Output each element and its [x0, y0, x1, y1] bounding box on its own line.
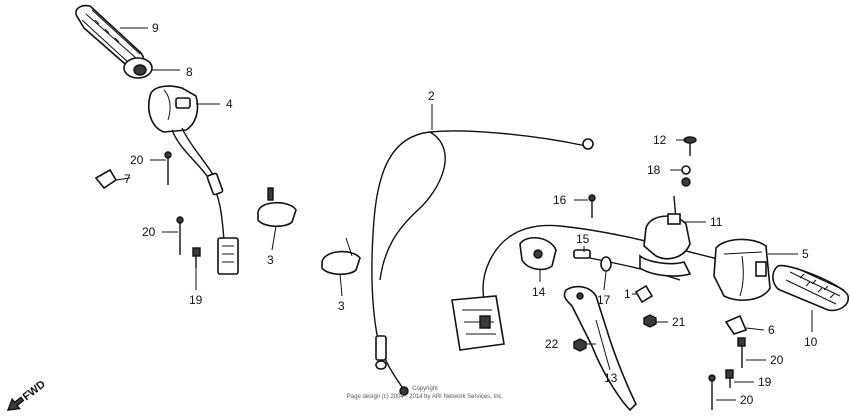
cable-end-bottom: [375, 335, 409, 396]
callout-6: 6: [768, 323, 775, 337]
callout-3-lower: 3: [338, 299, 345, 313]
callout-19-left: 19: [189, 293, 203, 307]
callout-4: 4: [226, 97, 233, 111]
callout-3-upper: 3: [267, 253, 274, 267]
screw-20-lower: [176, 216, 184, 255]
callout-9: 9: [152, 21, 159, 35]
left-switch-housing: [148, 85, 199, 133]
callout-19-right: 19: [758, 375, 772, 389]
callout-18: 18: [647, 163, 661, 177]
callout-labels: 9 8 4 20 7 20 19 3 3 2 12 18 16 11 5 15 …: [124, 21, 818, 407]
screw-19-left: [192, 247, 201, 268]
callout-15: 15: [576, 232, 590, 246]
nut-22: [573, 338, 587, 352]
left-switch-wire-b: [181, 127, 215, 177]
callout-8: 8: [186, 65, 193, 79]
nut-21: [643, 314, 657, 328]
bolt-16: [588, 194, 596, 218]
copyright-line2: Page design (c) 2004 - 2014 by ARI Netwo…: [347, 394, 504, 400]
callout-11: 11: [710, 215, 723, 229]
screw-20-right-a: [737, 337, 746, 368]
fwd-arrow-icon: [6, 396, 25, 411]
callout-2: 2: [428, 89, 435, 103]
right-switch-housing: [713, 238, 771, 301]
switch-14: [519, 237, 557, 271]
fwd-indicator: FWD: [6, 378, 48, 411]
callout-22: 22: [545, 337, 559, 351]
callout-17: 17: [597, 293, 611, 307]
lever-bracket-11: [639, 195, 692, 277]
callout-13: 13: [604, 371, 618, 385]
callout-21: 21: [672, 315, 686, 329]
callout-14: 14: [532, 285, 546, 299]
screw-20-right-b: [708, 374, 716, 410]
copyright-line1: Copyright: [412, 386, 438, 392]
callout-20-lower: 20: [142, 225, 156, 239]
brake-lever-13: [563, 285, 637, 412]
bracket-1: [634, 284, 654, 304]
left-wire-terminal: [206, 172, 224, 196]
cable-clip-7: [94, 168, 118, 190]
washer-18: [681, 165, 691, 187]
callout-20-right-a: 20: [770, 353, 784, 367]
band-clamp-3-upper: [257, 187, 297, 228]
screw-20-upper: [164, 151, 172, 185]
bolt-12: [683, 136, 697, 156]
right-throttle-grip: [772, 264, 849, 312]
right-connector-block: [451, 295, 505, 351]
leader-lines: [115, 27, 813, 401]
callout-16: 16: [553, 193, 567, 207]
band-clamp-3-lower: [321, 237, 361, 276]
fwd-label: FWD: [21, 378, 48, 403]
cable-end-top: [582, 138, 594, 150]
clutch-cable-loop: [379, 131, 446, 281]
left-switch-connector: [217, 237, 239, 275]
nut-17: [600, 256, 612, 272]
grip-collar: [123, 57, 153, 79]
callout-20-upper: 20: [130, 153, 144, 167]
clip-6: [724, 314, 748, 335]
callout-1: 1: [624, 287, 631, 301]
callout-20-right-b: 20: [740, 393, 754, 407]
callout-10: 10: [804, 335, 818, 349]
callout-12: 12: [653, 133, 667, 147]
pivot-bolt-15: [573, 249, 591, 259]
callout-7: 7: [124, 172, 131, 186]
screw-19-right: [725, 369, 734, 388]
callout-5: 5: [802, 247, 809, 261]
